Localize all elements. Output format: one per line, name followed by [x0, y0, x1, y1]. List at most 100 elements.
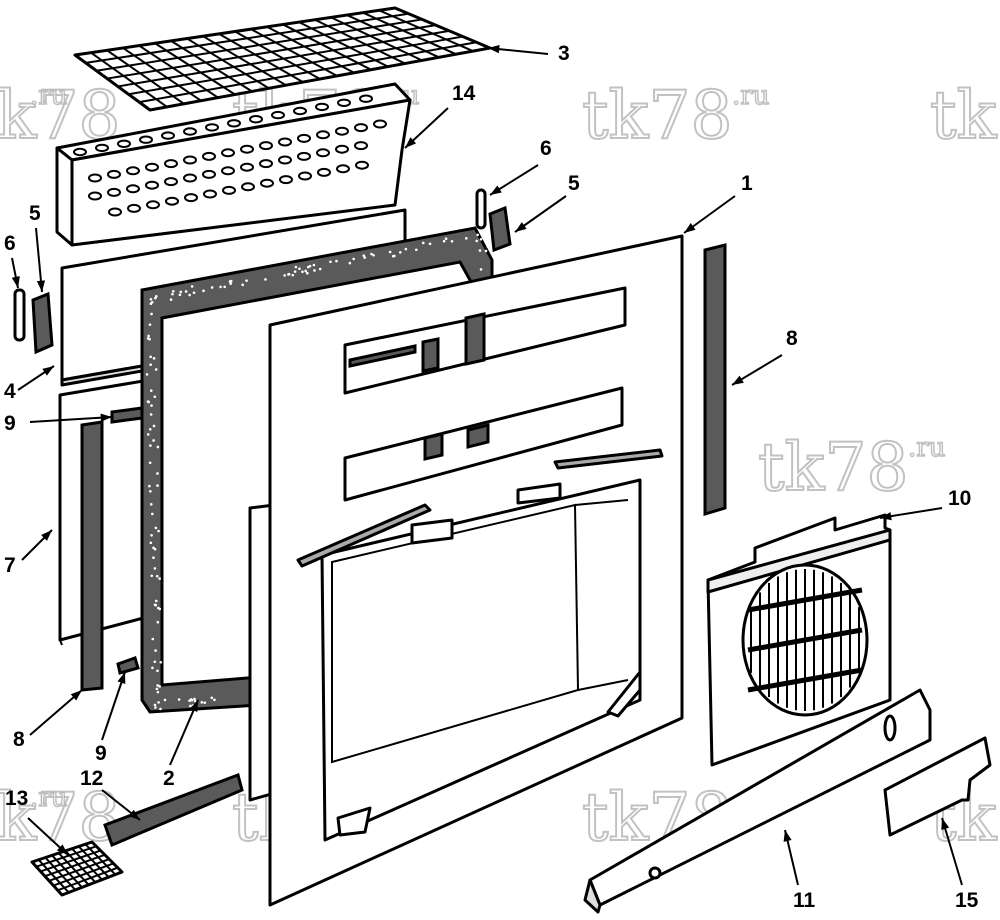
mesh-wire	[298, 21, 389, 68]
gasket-texture	[370, 252, 373, 256]
callout-2: 2	[163, 767, 175, 790]
part-12-perforated-strip	[103, 773, 244, 848]
callout-9: 9	[95, 742, 107, 765]
vent-hole	[222, 185, 236, 195]
arrowhead	[515, 222, 527, 232]
arrowhead	[100, 413, 112, 422]
vent-hole	[241, 182, 255, 192]
vent-hole	[279, 175, 293, 185]
grille-rib	[747, 587, 863, 613]
callout-5: 5	[29, 202, 41, 225]
gasket-texture	[151, 512, 154, 516]
gasket-texture	[153, 660, 157, 664]
gasket-texture	[190, 698, 194, 702]
vent-hole	[88, 173, 102, 183]
arrowhead	[783, 830, 792, 842]
leader-line	[941, 817, 963, 886]
gasket-texture	[476, 233, 479, 237]
gasket-texture	[157, 701, 160, 704]
vent-hole	[146, 200, 160, 210]
gasket-texture	[178, 293, 182, 297]
gasket-texture	[184, 290, 188, 293]
vent-hole	[107, 187, 121, 197]
mesh-wire	[362, 11, 457, 56]
gasket-texture	[291, 273, 295, 277]
mesh-wire	[85, 12, 409, 64]
gasket-texture	[156, 472, 159, 475]
vent-hole	[73, 147, 87, 157]
vent-hole	[278, 155, 292, 165]
callout-12: 12	[80, 767, 103, 790]
gasket-texture	[442, 239, 446, 243]
gasket-texture	[159, 660, 163, 664]
gasket-texture	[149, 413, 153, 416]
gasket-texture	[154, 296, 157, 300]
arrowhead	[941, 818, 950, 830]
gasket-texture	[318, 267, 322, 271]
vent-hole	[221, 148, 235, 158]
arrowhead	[732, 375, 744, 385]
gasket-texture	[202, 289, 205, 293]
gasket-texture	[329, 260, 332, 264]
vent-hole	[260, 178, 274, 188]
gasket-texture	[362, 254, 366, 257]
arrowhead	[405, 137, 417, 148]
vent-hole	[355, 160, 369, 170]
gasket-texture	[450, 239, 454, 243]
mesh-wire	[57, 866, 119, 892]
watermark-sup: .ru	[732, 81, 769, 111]
gasket-texture	[306, 265, 310, 269]
grille-rib	[747, 627, 863, 653]
gasket-texture	[283, 274, 286, 277]
mesh-wire	[106, 24, 436, 80]
gasket-texture	[465, 237, 468, 240]
leader-lines	[11, 45, 963, 886]
gasket-texture	[241, 283, 244, 287]
mesh-wire	[218, 32, 304, 83]
vent-hole	[145, 162, 159, 172]
mesh-wire	[122, 47, 202, 102]
gasket-texture	[155, 687, 159, 691]
mesh-wire	[117, 29, 450, 88]
arrowhead	[490, 185, 502, 195]
gasket-texture	[156, 669, 159, 673]
callout-1: 1	[741, 172, 753, 195]
part-14-vent-channel	[55, 82, 412, 247]
vent-hole	[354, 141, 368, 151]
gasket-texture	[158, 685, 162, 688]
arrowhead	[11, 276, 20, 288]
callout-8: 8	[786, 327, 798, 350]
gasket-texture	[154, 706, 157, 709]
callout-11: 11	[793, 889, 816, 912]
mesh-wire	[266, 25, 355, 74]
vent-hole	[316, 148, 330, 158]
watermark-sup: .ru	[908, 433, 945, 463]
gasket-texture	[150, 533, 153, 537]
mesh-wire	[346, 14, 440, 59]
callout-10: 10	[948, 487, 971, 510]
mesh-wire	[234, 30, 321, 80]
mesh-wire	[186, 37, 270, 90]
gasket-texture	[223, 285, 226, 289]
gasket-texture	[148, 484, 151, 488]
gasket-texture	[156, 620, 160, 624]
gasket-texture	[479, 237, 483, 241]
callout-4: 4	[4, 380, 16, 403]
callout-14: 14	[452, 82, 476, 105]
gasket-texture	[179, 290, 183, 294]
arrowhead	[488, 45, 500, 54]
gasket-texture	[153, 395, 157, 399]
gasket-texture	[335, 259, 338, 263]
gasket-texture	[154, 599, 158, 603]
gasket-texture	[156, 690, 160, 694]
gasket-texture	[153, 567, 157, 570]
part-15-bracket	[883, 736, 992, 837]
mesh-wire	[394, 7, 491, 49]
vent-hole	[315, 102, 329, 112]
mesh-wire	[282, 23, 372, 71]
gasket-texture	[169, 298, 173, 301]
gasket-texture	[398, 251, 402, 254]
mesh-wire	[138, 44, 219, 99]
leader-line	[29, 689, 83, 736]
